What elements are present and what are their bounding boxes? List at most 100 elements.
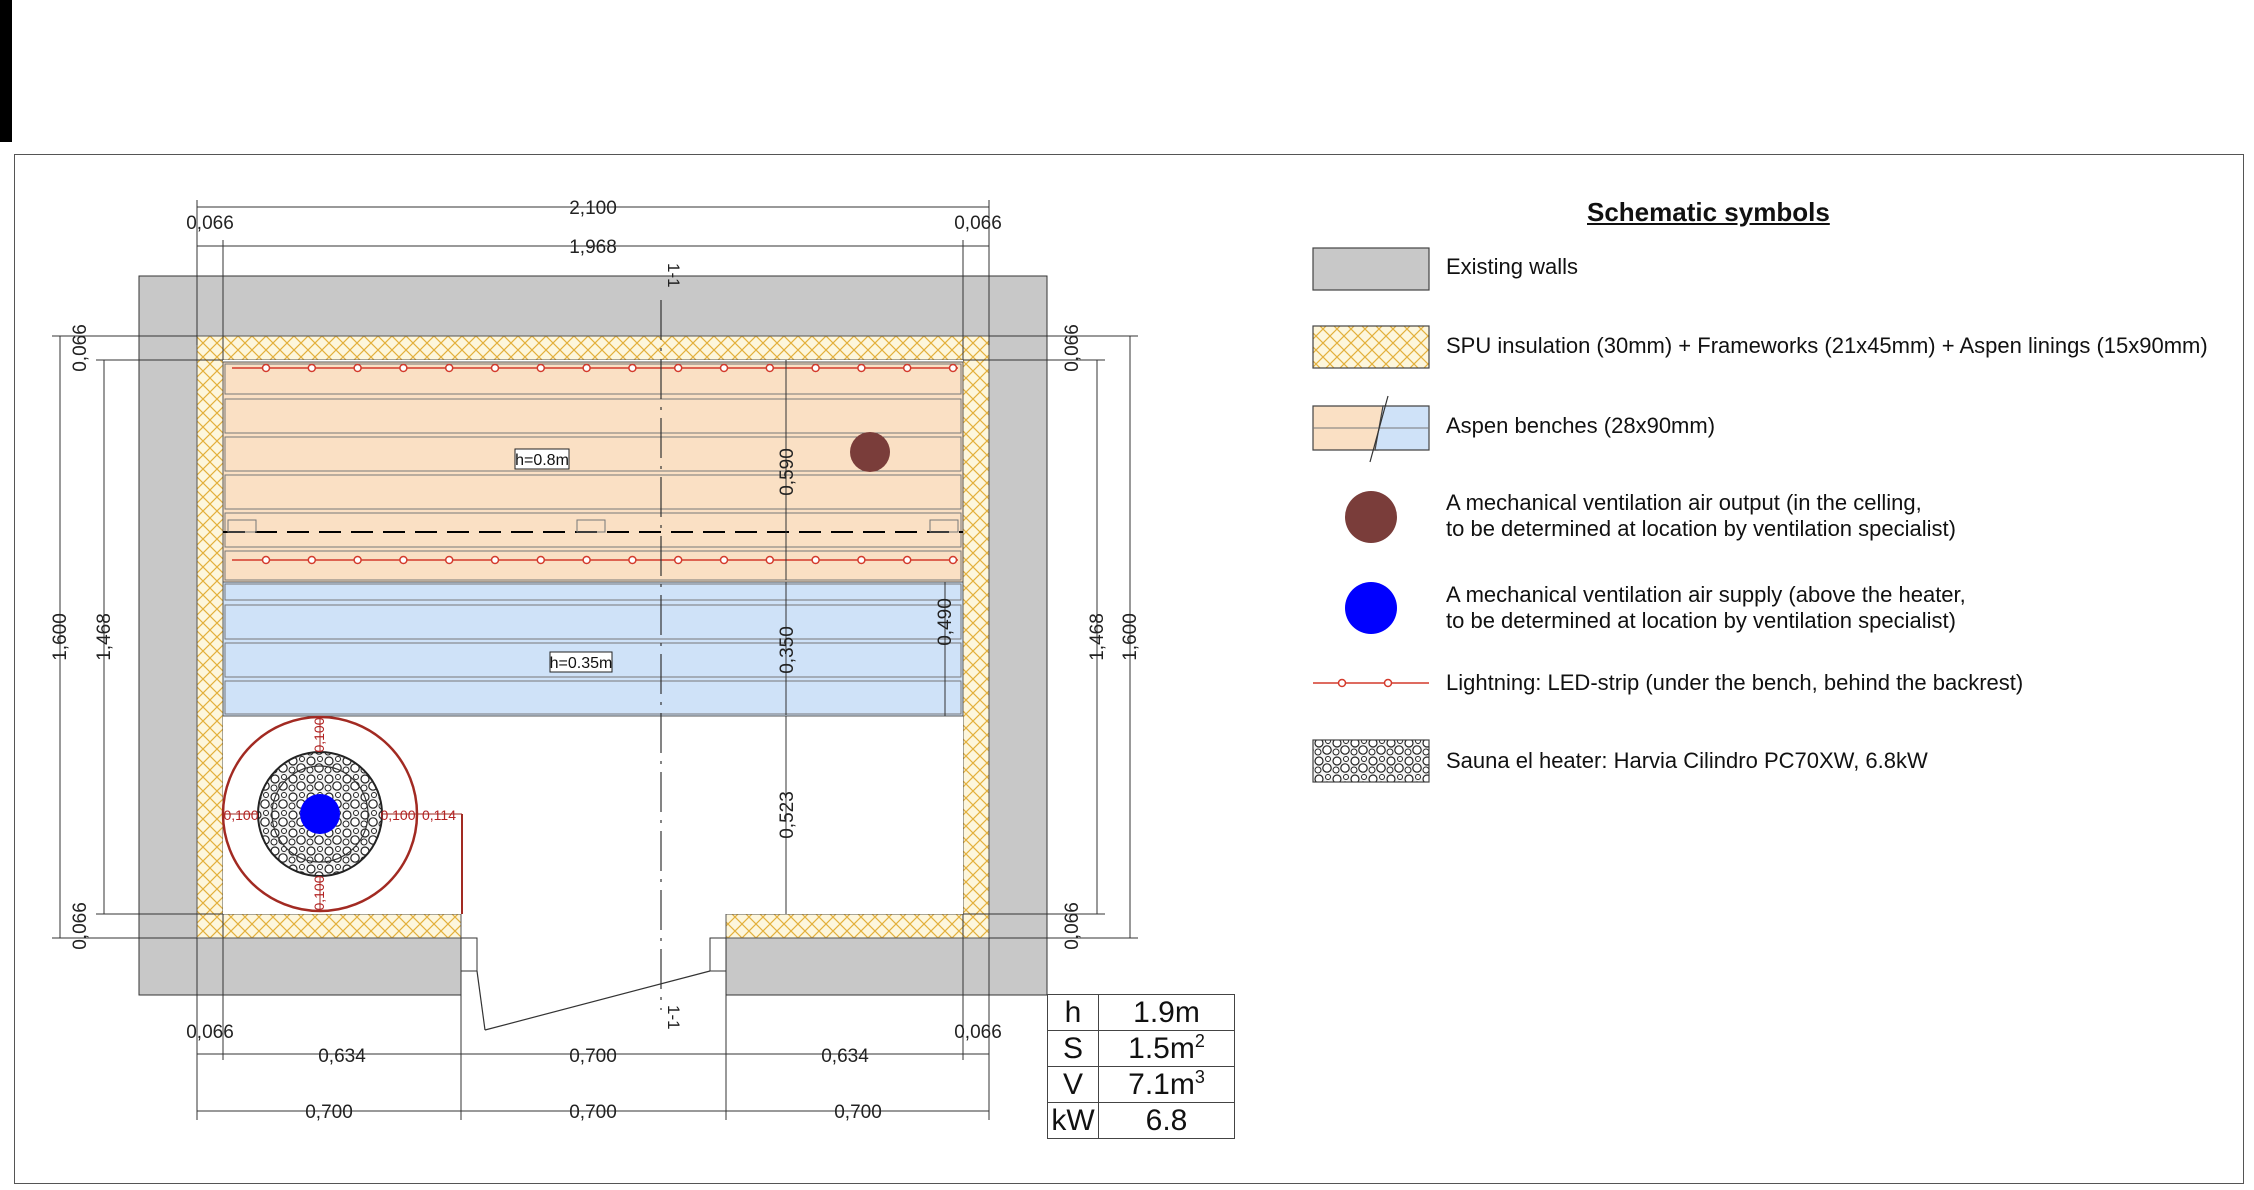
led-dot [628, 363, 637, 373]
air-output-icon [850, 432, 890, 472]
specs-table: h 1.9m S 1.5m2 V 7.1m3 kW 6.8 [1047, 994, 1235, 1139]
upper-bench-label-box [514, 448, 570, 470]
section-mark-top: 1-1 [664, 263, 683, 288]
dim-left-total: 1,600 [50, 613, 71, 661]
specs-row: S 1.5m2 [1047, 1030, 1235, 1067]
dim-right-top-wall: 0,066 [1062, 324, 1083, 372]
led-dot [399, 555, 408, 565]
dim-590: 0,590 [777, 448, 798, 496]
legend-insulation-label: SPU insulation (30mm) + Frameworks (21x4… [1446, 333, 2208, 358]
lower-bench [222, 581, 964, 717]
legend-air-output-icon [1345, 491, 1397, 543]
spec-key: kW [1047, 1102, 1099, 1139]
dim-bottom-seg3: 0,634 [821, 1046, 869, 1067]
spec-value: 1.5m2 [1098, 1030, 1235, 1067]
dim-523: 0,523 [777, 791, 798, 839]
air-supply-icon [300, 794, 340, 834]
heater-dim-left: 0,100 [223, 807, 258, 823]
insulation-layer [196, 335, 990, 939]
led-dot [536, 363, 546, 373]
led-dot [673, 555, 683, 565]
legend-air-output-label-1: A mechanical ventilation air output (in … [1446, 490, 1922, 515]
lower-bench-label-box [549, 651, 613, 673]
led-dot [719, 363, 729, 373]
dim-left-inner: 1,468 [94, 613, 115, 661]
led-strips [232, 363, 958, 565]
legend-led-dot [1337, 678, 1347, 688]
dimension-lines [52, 200, 1138, 1120]
legend-symbols [1312, 247, 1430, 783]
led-dot [902, 363, 912, 373]
led-dot [582, 363, 591, 373]
door [460, 937, 727, 1031]
legend-heater-stones-icon [1312, 739, 1430, 783]
dim-bottom2-seg2: 0,700 [569, 1102, 617, 1123]
dim-left-top-wall: 0,066 [70, 324, 91, 372]
specs-row: kW 6.8 [1047, 1102, 1235, 1139]
dim-bottom-seg1: 0,634 [318, 1046, 366, 1067]
dim-left-bottom-wall: 0,066 [70, 902, 91, 950]
led-dot [582, 555, 591, 565]
specs-row: h 1.9m [1047, 994, 1235, 1031]
led-dot [261, 363, 271, 373]
legend-air-output-label-2: to be determined at location by ventilat… [1446, 516, 1956, 541]
dim-490: 0,490 [935, 598, 956, 646]
dim-top-left-wall: 0,066 [186, 213, 234, 234]
legend-heater-label: Sauna el heater: Harvia Cilindro PC70XW,… [1446, 748, 1928, 773]
led-dot [673, 363, 683, 373]
legend-bench-swatch [1312, 395, 1430, 463]
led-dot [857, 363, 866, 373]
led-dot [490, 363, 500, 373]
spec-key: S [1047, 1030, 1099, 1067]
led-dot [948, 555, 958, 565]
led-dot [948, 363, 958, 373]
led-dot [353, 363, 362, 373]
legend-title: Schematic symbols [1587, 197, 1830, 227]
led-dot [444, 363, 454, 373]
top-bar [0, 0, 12, 142]
spec-value: 6.8 [1098, 1102, 1235, 1139]
led-dot [399, 363, 408, 373]
led-dot [307, 363, 317, 373]
dim-bottom-seg2: 0,700 [569, 1046, 617, 1067]
dim-top-total: 2,100 [569, 198, 617, 219]
legend-air-supply-label-1: A mechanical ventilation air supply (abo… [1446, 582, 1966, 607]
dim-right-total: 1,600 [1120, 613, 1141, 661]
lower-bench-height-label: h=0.35m [550, 655, 613, 672]
heater-dim-gap: 0,114 [422, 807, 456, 823]
upper-bench-height-label: h=0.8m [515, 452, 569, 469]
led-dot [719, 555, 729, 565]
legend-insulation-swatch [1312, 325, 1430, 369]
led-dot [261, 555, 271, 565]
upper-bench [222, 361, 964, 583]
dim-bottom-right-wall: 0,066 [954, 1022, 1002, 1043]
dim-350: 0,350 [777, 626, 798, 674]
led-dot [765, 363, 775, 373]
heater-dim-bottom: 0,100 [311, 875, 327, 910]
led-dot [536, 555, 546, 565]
dim-bottom2-seg3: 0,700 [834, 1102, 882, 1123]
spec-value: 7.1m3 [1098, 1066, 1235, 1103]
dim-bottom-left-wall: 0,066 [186, 1022, 234, 1043]
dim-top-inner: 1,968 [569, 237, 617, 258]
section-mark-bottom: 1-1 [664, 1005, 683, 1030]
legend-air-supply-label-2: to be determined at location by ventilat… [1446, 608, 1956, 633]
legend-led-dot [1383, 678, 1393, 688]
heater-dim-top: 0,100 [311, 717, 327, 752]
led-dot [811, 555, 820, 565]
heater: 0,100 0,100 0,100 0,100 0,114 [221, 715, 463, 914]
spec-key: h [1047, 994, 1099, 1031]
led-dot [765, 555, 775, 565]
legend-benches-label: Aspen benches (28x90mm) [1446, 413, 1716, 438]
legend-air-supply-icon [1345, 582, 1397, 634]
dim-right-bottom-wall: 0,066 [1062, 902, 1083, 950]
led-dot [353, 555, 362, 565]
legend-walls-swatch [1312, 247, 1430, 291]
legend-walls-label: Existing walls [1446, 254, 1579, 279]
spec-key: V [1047, 1066, 1099, 1103]
dim-right-inner: 1,468 [1087, 613, 1108, 661]
led-dot [444, 555, 454, 565]
led-dot [628, 555, 637, 565]
dim-top-right-wall: 0,066 [954, 213, 1002, 234]
